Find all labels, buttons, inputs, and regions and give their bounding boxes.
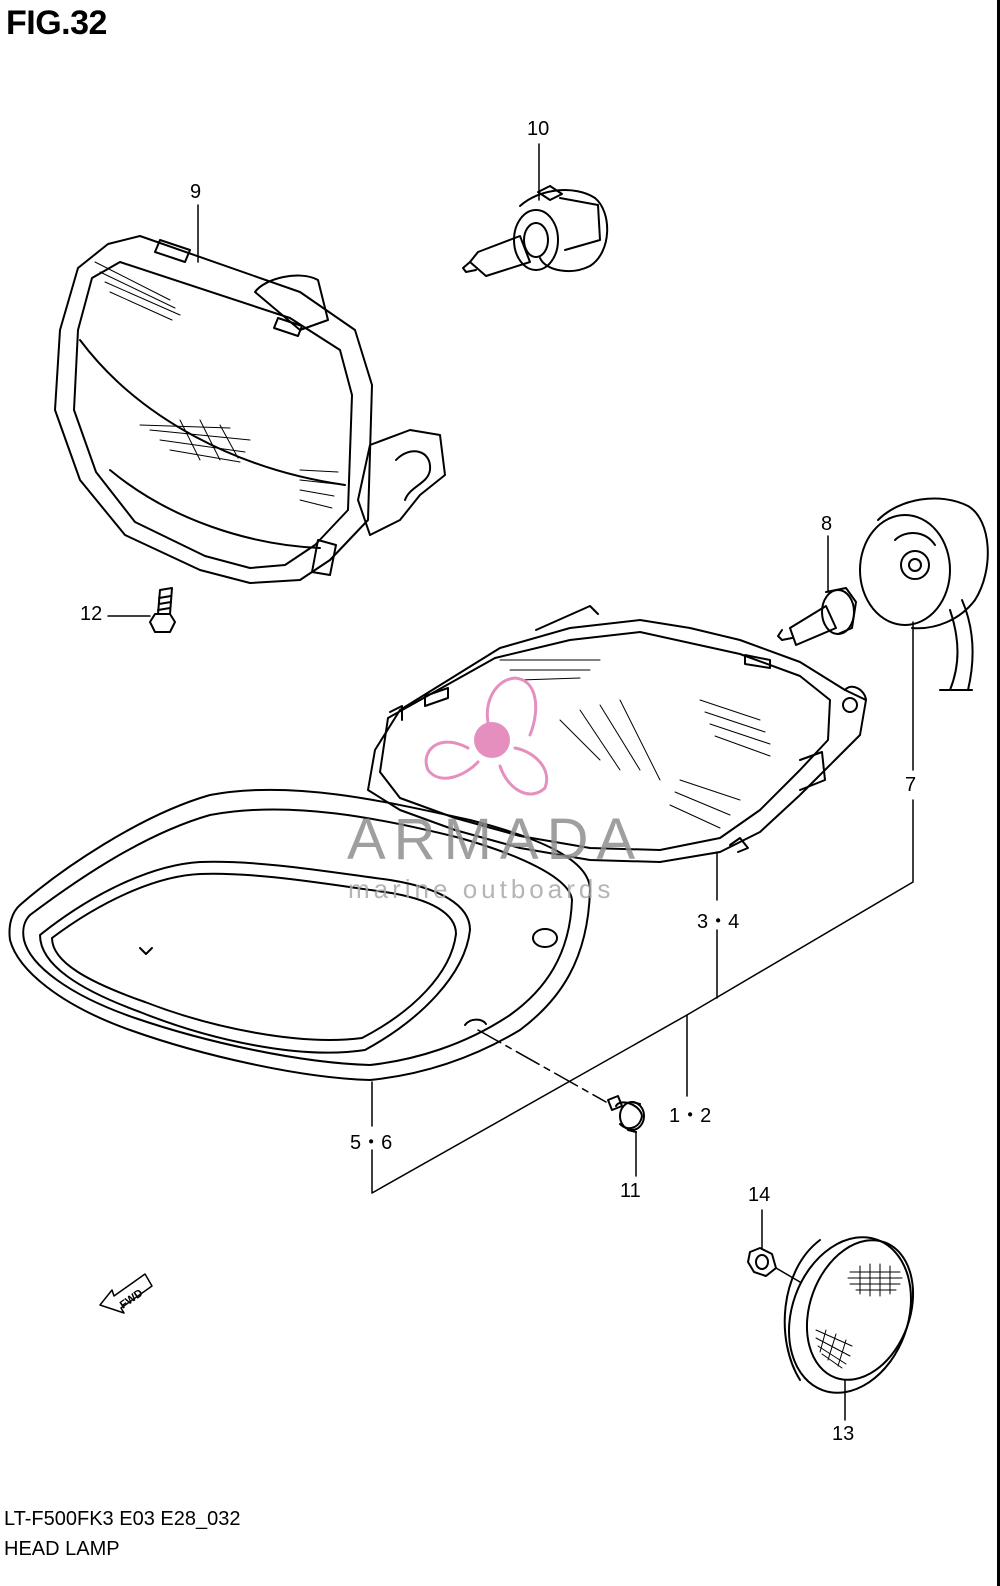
callout-9: 9 xyxy=(190,181,202,203)
callout-12: 12 xyxy=(80,603,103,625)
callout-1-2: 1・2 xyxy=(669,1105,712,1127)
part-12-screw xyxy=(149,587,176,633)
callout-11: 11 xyxy=(620,1180,641,1202)
part-10-bulb xyxy=(462,185,609,277)
fwd-arrow-icon: FWD xyxy=(99,1273,153,1314)
watermark-name: ARMADA xyxy=(347,807,644,872)
figure-title: FIG.32 xyxy=(6,4,107,42)
part-13-reflector xyxy=(783,1236,915,1394)
leader-lines xyxy=(107,143,914,1421)
callout-5-6: 5・6 xyxy=(350,1132,393,1154)
part-11-clip xyxy=(607,1095,645,1133)
watermark-propeller-icon xyxy=(424,676,549,796)
callout-7: 7 xyxy=(905,774,917,796)
watermark-tagline: marine outboards xyxy=(348,874,615,904)
part-7-socket xyxy=(859,497,989,691)
callout-10: 10 xyxy=(527,118,550,140)
figure-code: LT-F500FK3 E03 E28_032 xyxy=(4,1508,241,1530)
right-border xyxy=(997,0,1000,1586)
figure-name: HEAD LAMP xyxy=(4,1538,120,1560)
callout-3-4: 3・4 xyxy=(697,911,740,933)
callout-13: 13 xyxy=(832,1423,855,1445)
part-5-6-bezel xyxy=(8,788,591,1081)
part-8-bulb xyxy=(777,587,857,646)
callout-14: 14 xyxy=(748,1184,771,1206)
callout-8: 8 xyxy=(821,513,833,535)
part-9-headlamp xyxy=(54,235,446,584)
part-14-nut xyxy=(747,1247,777,1277)
